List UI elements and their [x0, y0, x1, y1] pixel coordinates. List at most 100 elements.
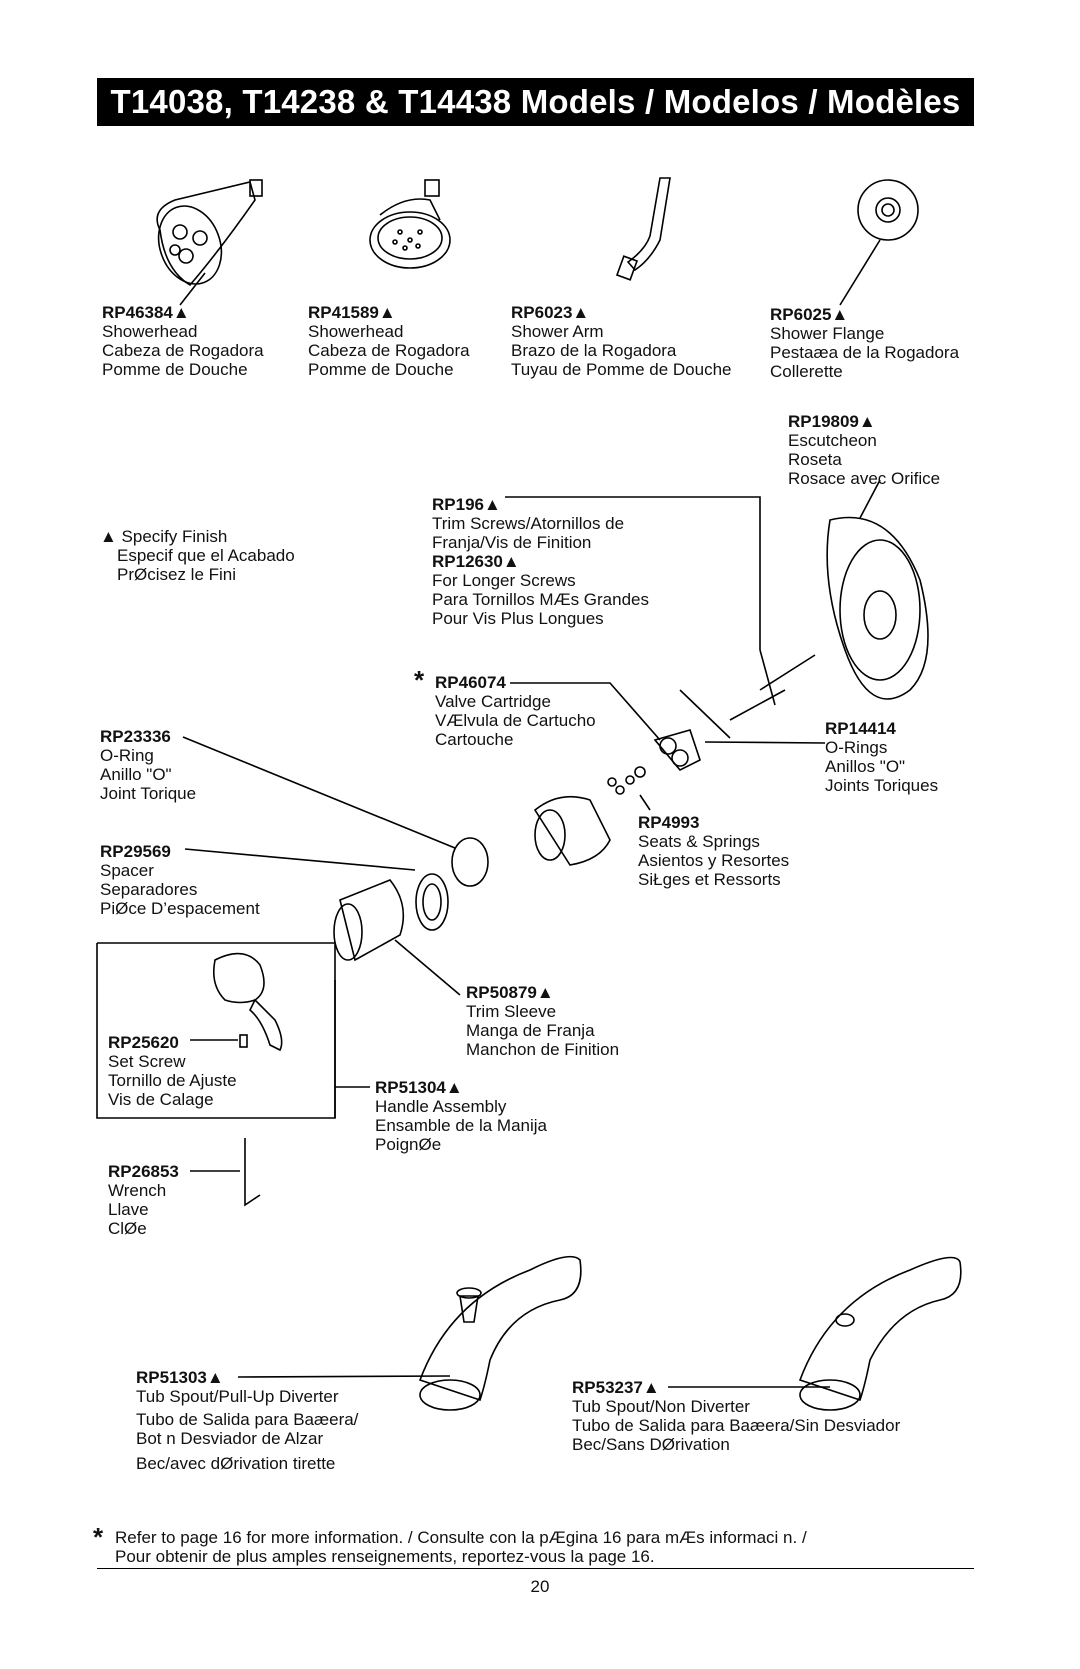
part-desc-en: Escutcheon: [788, 431, 877, 450]
part-desc-en: For Longer Screws: [432, 571, 576, 590]
valve-cartridge-illustration: [533, 795, 611, 866]
part-desc-en: Wrench: [108, 1181, 167, 1200]
part-code: RP50879▲: [466, 983, 554, 1002]
specify-finish-note: ▲ Specify Finish Especif que el Acabado …: [100, 527, 295, 584]
specify-finish-en: ▲ Specify Finish: [100, 527, 228, 546]
part-rp26853: RP26853 Wrench Llave ClØe: [108, 1162, 179, 1238]
part-desc-es: Tubo de Salida para Baæera/Sin Desviador: [572, 1416, 901, 1435]
part-desc-es: Asientos y Resortes: [638, 851, 790, 870]
part-desc-fr: Pour Vis Plus Longues: [432, 609, 604, 628]
part-desc-es: Brazo de la Rogadora: [511, 341, 677, 360]
part-desc-en: Handle Assembly: [375, 1097, 507, 1116]
part-rp4993: RP4993 Seats & Springs Asientos y Resort…: [638, 813, 789, 889]
showerhead-2-illustration: [369, 179, 451, 269]
showerhead-1-illustration: [156, 179, 263, 287]
part-desc-fr: Vis de Calage: [108, 1090, 214, 1109]
part-desc-en: O-Ring: [100, 746, 154, 765]
part-code: RP196▲: [432, 495, 501, 514]
seats-springs-illustration: [607, 729, 701, 795]
part-code: RP46074: [435, 673, 506, 692]
part-desc-en: Trim Sleeve: [466, 1002, 557, 1021]
part-desc-fr: Joint Torique: [100, 784, 197, 803]
spacer-illustration: [415, 873, 449, 931]
page-title: T14038, T14238 & T14438 Models / Modelos…: [97, 78, 974, 126]
part-desc-fr: Pomme de Douche: [308, 360, 454, 379]
part-desc-fr: Joints Toriques: [825, 776, 939, 795]
part-desc-es: Cabeza de Rogadora: [102, 341, 264, 360]
part-desc-fr: Cartouche: [435, 730, 514, 749]
part-desc-en: Shower Arm: [511, 322, 604, 341]
part-desc-es: Llave: [108, 1200, 149, 1219]
part-rp51304: RP51304▲ Handle Assembly Ensamble de la …: [375, 1078, 547, 1154]
footnote-asterisk: *: [93, 1522, 104, 1552]
part-rp51303: RP51303▲ Tub Spout/Pull-Up Diverter Tubo…: [136, 1368, 358, 1473]
part-code: RP23336: [100, 727, 171, 746]
part-desc-es: Cabeza de Rogadora: [308, 341, 470, 360]
handle-illustration: [212, 952, 283, 1052]
part-desc-fr: SiŁges et Ressorts: [638, 870, 781, 889]
part-desc-en: Tub Spout/Non Diverter: [572, 1397, 750, 1416]
specify-finish-es: Especif que el Acabado: [117, 546, 295, 565]
part-desc-fr: Bec/Sans DØrivation: [572, 1435, 730, 1454]
part-rp6025: RP6025▲ Shower Flange Pestaæa de la Roga…: [770, 305, 959, 381]
part-desc-es: Tornillo de Ajuste: [108, 1071, 237, 1090]
part-rp46384: RP46384▲ Showerhead Cabeza de Rogadora P…: [102, 303, 264, 379]
part-desc-fr: Bec/avec dØrivation tirette: [136, 1454, 336, 1473]
part-code: RP4993: [638, 813, 700, 832]
part-rp25620: RP25620 Set Screw Tornillo de Ajuste Vis…: [108, 1033, 237, 1109]
part-desc-fr: Tuyau de Pomme de Douche: [511, 360, 732, 379]
part-desc-es-2: Bot n Desviador de Alzar: [136, 1429, 324, 1448]
part-code: RP53237▲: [572, 1378, 660, 1397]
part-code: RP29569: [100, 842, 171, 861]
part-desc-en: Valve Cartridge: [435, 692, 551, 711]
footnote: Refer to page 16 for more information. /…: [115, 1528, 807, 1566]
part-code: RP19809▲: [788, 412, 876, 431]
part-rp23336: RP23336 O-Ring Anillo "O" Joint Torique: [100, 727, 196, 803]
part-code-alt: RP12630▲: [432, 552, 520, 571]
part-rp53237: RP53237▲ Tub Spout/Non Diverter Tubo de …: [572, 1378, 900, 1454]
part-desc-line-1: Trim Screws/Atornillos de: [432, 514, 625, 533]
part-desc-en: O-Rings: [825, 738, 888, 757]
part-desc-line-2: Franja/Vis de Finition: [432, 533, 592, 552]
part-code: RP26853: [108, 1162, 179, 1181]
specify-finish-fr: PrØcisez le Fini: [117, 565, 237, 584]
part-desc-en: Set Screw: [108, 1052, 186, 1071]
page-number: 20: [530, 1577, 550, 1596]
o-ring-illustration: [451, 837, 489, 887]
footer-divider: [97, 1568, 974, 1569]
part-desc-es: Roseta: [788, 450, 842, 469]
part-desc-en: Spacer: [100, 861, 154, 880]
part-rp19809: RP19809▲ Escutcheon Roseta Rosace avec O…: [788, 412, 940, 488]
part-desc-es: VÆlvula de Cartucho: [435, 711, 596, 730]
part-desc-fr: Pomme de Douche: [102, 360, 248, 379]
part-desc-es: Tubo de Salida para Baæera/: [136, 1410, 359, 1429]
part-rp196: RP196▲ Trim Screws/Atornillos de Franja/…: [432, 495, 649, 628]
part-desc-fr: Rosace avec Orifice: [788, 469, 941, 488]
part-rp50879: RP50879▲ Trim Sleeve Manga de Franja Man…: [466, 983, 619, 1059]
tub-spout-non-diverter-illustration: [798, 1256, 962, 1411]
part-code: RP41589▲: [308, 303, 396, 322]
trim-sleeve-illustration: [333, 879, 405, 962]
part-desc-fr: PoignØe: [375, 1135, 442, 1154]
part-rp14414: RP14414 O-Rings Anillos "O" Joints Toriq…: [825, 719, 938, 795]
part-desc-es: Separadores: [100, 880, 198, 899]
part-code: RP14414: [825, 719, 896, 738]
tub-spout-diverter-illustration: [418, 1255, 582, 1411]
part-desc-fr: PiØce D’espacement: [100, 899, 260, 918]
footnote-line-1: Refer to page 16 for more information. /…: [115, 1528, 807, 1547]
part-desc-es: Manga de Franja: [466, 1021, 595, 1040]
part-desc-es: Para Tornillos MÆs Grandes: [432, 590, 649, 609]
part-desc-en: Tub Spout/Pull-Up Diverter: [136, 1387, 339, 1406]
part-desc-fr: Manchon de Finition: [466, 1040, 620, 1059]
part-desc-es: Pestaæa de la Rogadora: [770, 343, 960, 362]
part-code: RP51304▲: [375, 1078, 463, 1097]
part-code: RP51303▲: [136, 1368, 224, 1387]
shower-arm-illustration: [615, 177, 671, 281]
part-desc-es: Anillos "O": [825, 757, 906, 776]
part-desc-fr: Collerette: [770, 362, 843, 381]
part-desc-en: Showerhead: [308, 322, 404, 341]
part-rp29569: RP29569 Spacer Separadores PiØce D’espac…: [100, 842, 260, 918]
part-rp46074: RP46074 Valve Cartridge VÆlvula de Cartu…: [435, 673, 596, 749]
part-desc-fr: ClØe: [108, 1219, 147, 1238]
